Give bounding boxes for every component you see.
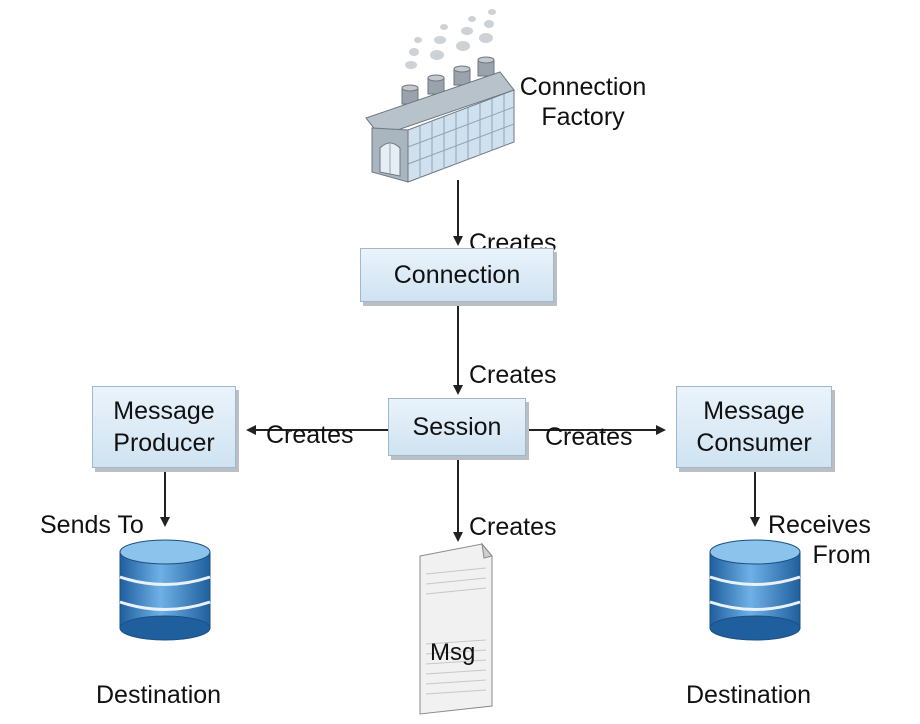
- edge-label-session-producer: Creates: [266, 390, 354, 450]
- edge-label-text: Creates: [469, 513, 557, 541]
- edge-label-destination-consumer: Receives From: [768, 480, 871, 570]
- factory-label: Connection Factory: [508, 42, 658, 132]
- destination-left-cylinder: [119, 539, 211, 641]
- edge-label-session-message: Creates: [469, 482, 557, 542]
- edge-label-text: Sends To: [40, 511, 144, 539]
- session-label: Session: [412, 413, 502, 441]
- connection-node: Connection: [360, 248, 554, 302]
- destination-right-label: Destination: [686, 650, 811, 710]
- connection-label: Connection: [393, 261, 521, 289]
- message-producer-label: Message Producer: [113, 397, 215, 457]
- message-consumer-node: Message Consumer: [676, 386, 832, 468]
- message-label: Msg: [430, 608, 475, 668]
- session-node: Session: [388, 398, 526, 456]
- destination-right-label-text: Destination: [686, 681, 812, 709]
- message-label-text: Msg: [430, 639, 476, 666]
- edge-label-producer-destination: Sends To: [40, 480, 144, 540]
- edge-label-text: Receives From: [768, 511, 871, 569]
- edge-label-text: Creates: [266, 421, 354, 449]
- destination-left-label-text: Destination: [96, 681, 222, 709]
- destination-right-cylinder: [709, 539, 801, 641]
- edge-label-text: Creates: [545, 423, 633, 451]
- edge-label-session-consumer: Creates: [545, 392, 633, 452]
- message-consumer-label: Message Consumer: [696, 397, 812, 457]
- edge-label-connection-session: Creates: [469, 330, 557, 390]
- destination-left-label: Destination: [96, 650, 221, 710]
- message-producer-node: Message Producer: [92, 386, 236, 468]
- edge-label-text: Creates: [469, 361, 557, 389]
- factory-label-text: Connection Factory: [519, 73, 647, 131]
